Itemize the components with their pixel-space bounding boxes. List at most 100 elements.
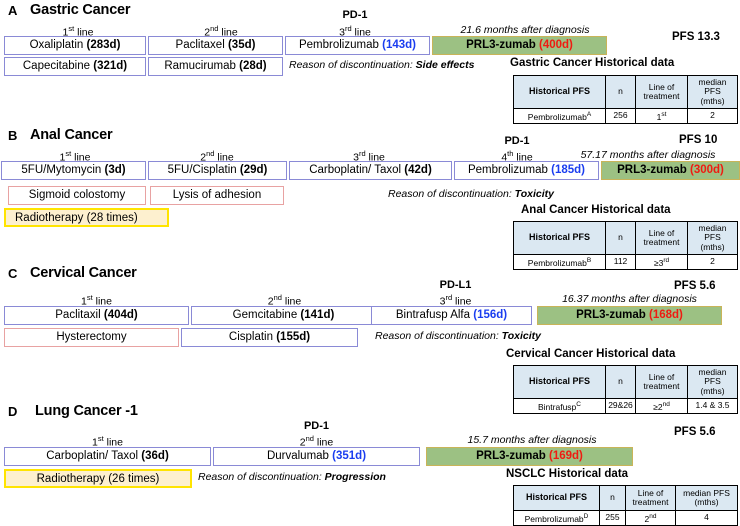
treatment-name: Pembrolizumab — [467, 164, 548, 176]
treatment-name: Gemcitabine — [232, 309, 298, 321]
surgery-name: Hysterectomy — [56, 331, 127, 343]
surgery-name: Lysis of adhesion — [172, 189, 262, 201]
cell-drug: PembrolizumabA — [513, 107, 606, 125]
cell-drug: BintrafuspC — [513, 397, 606, 415]
treatment-name: Paclitaxel — [175, 39, 225, 51]
surgery-box: Hysterectomy — [4, 328, 179, 347]
treatment-days: (42d) — [404, 164, 432, 176]
surgery-box: Lysis of adhesion — [150, 186, 284, 205]
line-label-1st-d: 1st line — [92, 434, 123, 449]
treatment-box: Paclitaxel (35d) — [148, 36, 283, 55]
treatment-name: Bintrafusp Alfa — [395, 309, 471, 321]
treatment-box: Carboplatin/ Taxol (36d) — [4, 447, 211, 466]
prl3-zumab-box: PRL3-zumab (400d) — [432, 36, 607, 55]
prl3-days: (400d) — [538, 39, 573, 51]
treatment-name: Oxaliplatin — [29, 39, 84, 51]
pfs-label-b: PFS 10 — [679, 134, 718, 146]
line-label-3rd-a: 3rd line — [339, 24, 371, 39]
panel-letter-b: B — [8, 128, 18, 143]
table-row: PembrolizumabB 112 ≥3rd 2 — [513, 253, 738, 271]
treatment-name: Cisplatin — [228, 331, 273, 343]
line-label-2nd-c: 2nd line — [267, 293, 302, 308]
cell-line: 1st — [635, 107, 688, 125]
historical-table-title-c: Cervical Cancer Historical data — [506, 348, 676, 360]
months-after-diagnosis-d: 15.7 months after diagnosis — [467, 434, 597, 446]
panel-title-gastric: Gastric Cancer — [30, 2, 131, 18]
treatment-box: Bintrafusp Alfa (156d) — [371, 306, 532, 325]
radiotherapy-box: Radiotherapy (28 times) — [4, 208, 169, 227]
treatment-name: Paclitaxil — [55, 309, 101, 321]
line-label-3rd-b: 3rd line — [353, 149, 385, 164]
table-row: BintrafuspC 29&26 ≥2nd 1.4 & 3.5 — [513, 397, 738, 415]
cell-median-pfs: 2 — [687, 107, 738, 125]
discontinuation-note-b: Reason of discontinuation: Toxicity — [388, 188, 554, 200]
col-historical-pfs: Historical PFS — [513, 365, 606, 399]
target-label-d: PD-1 — [303, 420, 330, 432]
prl3-name: PRL3-zumab — [476, 450, 546, 462]
treatment-days: (283d) — [86, 39, 121, 51]
cell-drug: PembrolizumabB — [513, 253, 606, 271]
prl3-days: (300d) — [689, 164, 724, 176]
pfs-label-a: PFS 13.3 — [672, 31, 720, 43]
line-label-1st-b: 1st line — [59, 149, 91, 164]
col-n: n — [605, 75, 636, 109]
cell-line: ≥2nd — [635, 397, 688, 415]
treatment-name: Pembrolizumab — [298, 39, 379, 51]
panel-title-cervical: Cervical Cancer — [30, 265, 137, 281]
line-label-2nd-d: 2nd line — [299, 434, 334, 449]
table-row: PembrolizumabA 256 1st 2 — [513, 107, 738, 125]
discontinuation-note-c: Reason of discontinuation: Toxicity — [375, 330, 541, 342]
panel-letter-a: A — [8, 3, 18, 18]
line-label-1st-a: 1st line — [62, 24, 94, 39]
cell-median-pfs: 2 — [687, 253, 738, 271]
cell-drug: PembrolizumabD — [513, 509, 600, 526]
panel-title-lung: Lung Cancer -1 — [35, 403, 138, 419]
col-historical-pfs: Historical PFS — [513, 221, 606, 255]
months-after-diagnosis-b: 57.17 months after diagnosis — [580, 149, 716, 161]
treatment-box: Gemcitabine (141d) — [191, 306, 376, 325]
historical-table-title-d: NSCLC Historical data — [506, 468, 629, 480]
col-n: n — [605, 221, 636, 255]
prl3-zumab-box: PRL3-zumab (300d) — [601, 161, 740, 180]
pfs-label-d: PFS 5.6 — [674, 426, 716, 438]
discontinuation-note-a: Reason of discontinuation: Side effects — [289, 59, 475, 71]
line-label-1st-c: 1st line — [81, 293, 112, 308]
panel-letter-d: D — [8, 404, 18, 419]
treatment-box: Ramucirumab (28d) — [148, 57, 283, 76]
prl3-name: PRL3-zumab — [576, 309, 646, 321]
pfs-label-c: PFS 5.6 — [674, 280, 716, 292]
col-historical-pfs: Historical PFS — [513, 75, 606, 109]
treatment-box: Paclitaxil (404d) — [4, 306, 189, 325]
target-label-b: PD-1 — [504, 135, 530, 147]
radiotherapy-box: Radiotherapy (26 times) — [4, 469, 192, 488]
cell-n: 112 — [605, 253, 636, 271]
treatment-box: Pembrolizumab (143d) — [285, 36, 430, 55]
months-after-diagnosis-a: 21.6 months after diagnosis — [460, 24, 590, 36]
surgery-name: Sigmoid colostomy — [28, 189, 126, 201]
table-row: PembrolizumabD 255 2nd 4 — [513, 509, 738, 526]
treatment-box: Cisplatin (155d) — [181, 328, 358, 347]
prl3-zumab-box: PRL3-zumab (169d) — [426, 447, 633, 466]
treatment-name: 5FU/Mytomycin — [21, 164, 102, 176]
prl3-name: PRL3-zumab — [466, 39, 536, 51]
treatment-box: Durvalumab (351d) — [213, 447, 420, 466]
col-historical-pfs: Historical PFS — [513, 485, 600, 511]
treatment-days: (29d) — [239, 164, 268, 176]
line-label-2nd-b: 2nd line — [200, 149, 234, 164]
treatment-days: (36d) — [141, 450, 169, 462]
discontinuation-note-d: Reason of discontinuation: Progression — [198, 471, 386, 483]
cell-n: 255 — [599, 509, 626, 526]
line-label-3rd-c: 3rd line — [439, 293, 472, 308]
treatment-box: Carboplatin/ Taxol (42d) — [289, 161, 452, 180]
